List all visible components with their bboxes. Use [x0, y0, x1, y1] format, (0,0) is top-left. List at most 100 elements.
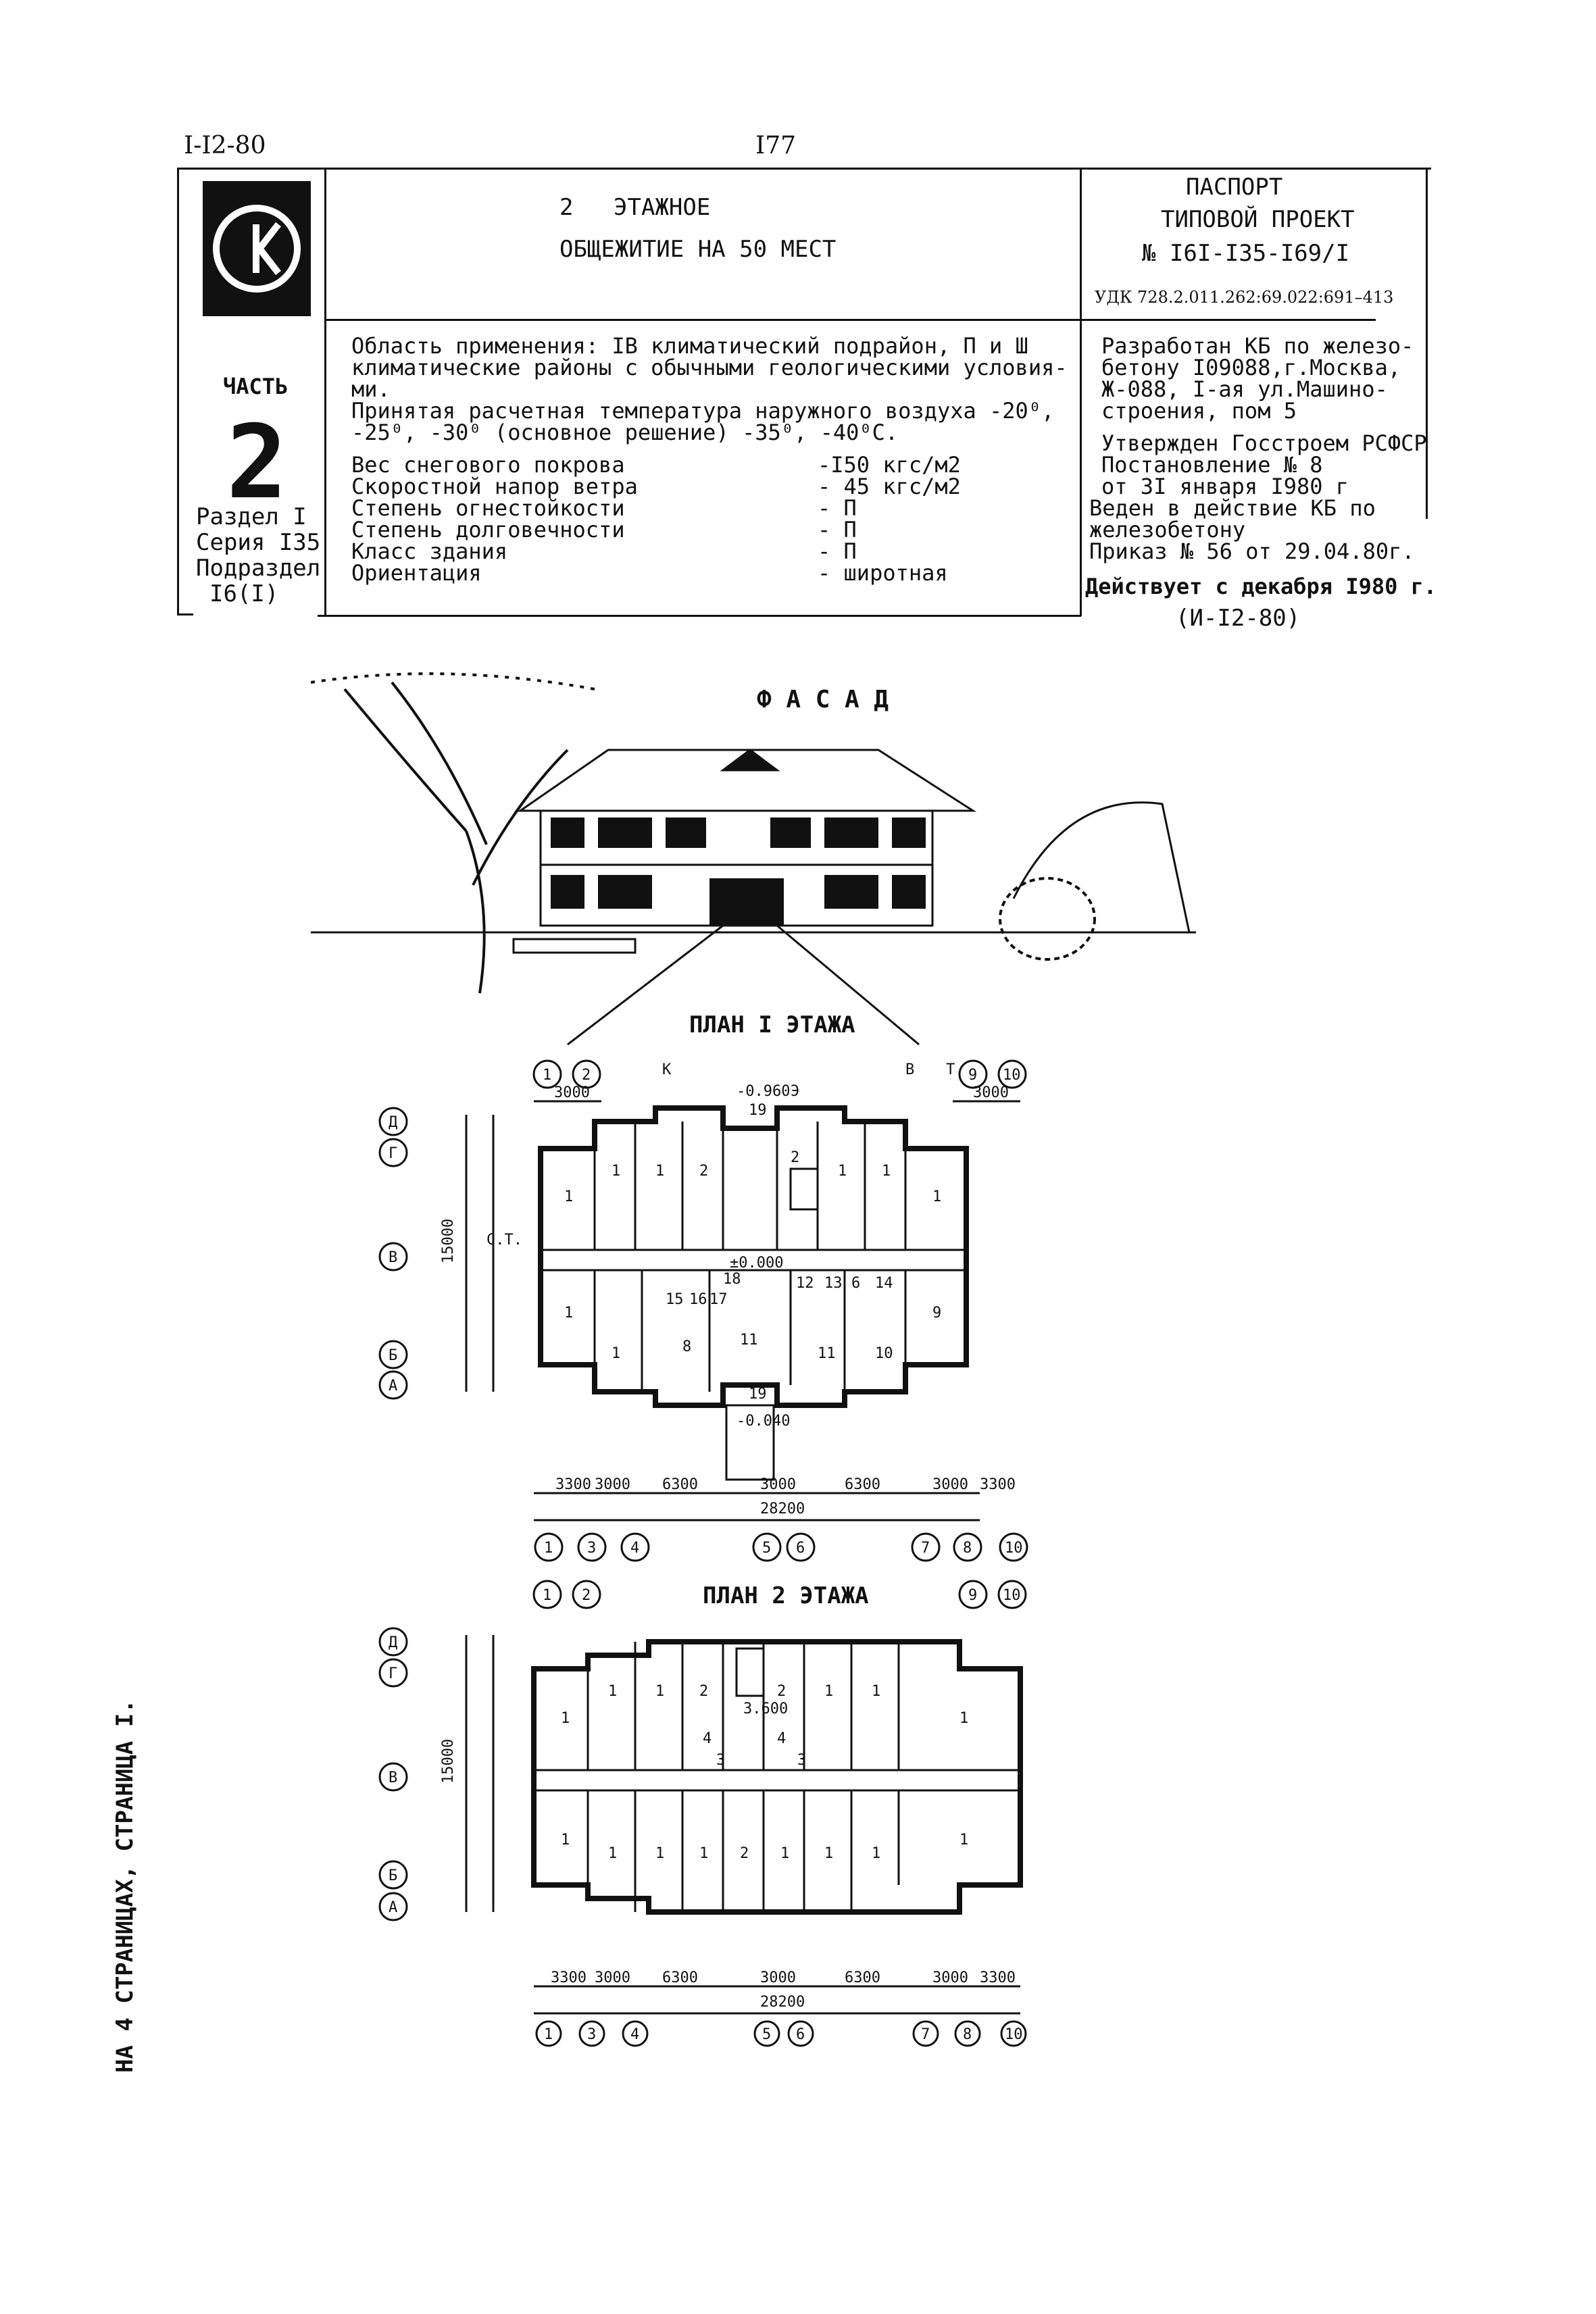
room-number: 15 — [666, 1291, 684, 1308]
param-value: - П — [818, 495, 857, 521]
application-line-5: -25⁰, -30⁰ (основное решение) -35⁰, -40⁰… — [351, 420, 899, 445]
axis-bubble — [997, 1580, 1027, 1609]
param-value: - 45 кгс/м2 — [818, 474, 961, 499]
tree — [311, 672, 595, 994]
enacted-line-1: Веден в действие КБ по — [1089, 495, 1376, 521]
axis-bubble — [622, 2020, 649, 2047]
axis-label: Д — [389, 1114, 397, 1131]
room-number: 1 — [564, 1305, 573, 1322]
param-name: Скоростной напор ветра — [351, 474, 638, 499]
param-name: Вес снегового покрова — [351, 452, 625, 478]
room-number: 1 — [561, 1710, 570, 1727]
room-number: 3 — [716, 1752, 725, 1769]
frame-top — [177, 168, 1431, 170]
dim-label: 3300 — [980, 1969, 1016, 1986]
window — [666, 818, 706, 848]
axis-bubble — [958, 1580, 988, 1609]
developer-line-4: строения, пом 5 — [1101, 398, 1297, 424]
room-number: 16 — [689, 1291, 707, 1308]
project-number: № I6I-I35-I69/I — [1142, 240, 1350, 267]
axis-bubble — [577, 1532, 607, 1562]
typical-project: ТИПОВОЙ ПРОЕКТ — [1161, 206, 1355, 233]
frame-left — [177, 168, 179, 613]
window — [551, 875, 584, 909]
param-value: - П — [818, 517, 857, 543]
axis-label: 7 — [921, 2026, 930, 2043]
axis-label: 10 — [1005, 2026, 1023, 2043]
room-number: 1 — [564, 1188, 573, 1205]
axis-bubble — [912, 2020, 939, 2047]
room-number: 1 — [561, 1832, 570, 1848]
plan1-drawing: 1 2 9 10 Д Г В Б А 3000 3000 -0.960 ±0.0… — [378, 1059, 1028, 1562]
dim-label: 3000 — [760, 1476, 796, 1493]
axis-label: 10 — [1005, 1540, 1023, 1557]
axis-bubble — [752, 1532, 782, 1562]
application-line-4: Принятая расчетная температура наружного… — [351, 398, 1055, 424]
window — [598, 818, 652, 848]
outer-wall — [538, 1105, 969, 1408]
path-left — [567, 924, 724, 1046]
floors-word: ЭТАЖНОЕ — [614, 194, 711, 221]
axis-label: 3 — [587, 2026, 596, 2043]
axis-label: В — [389, 1769, 397, 1786]
valid-code: (И-I2-80) — [1176, 605, 1301, 632]
axis-label: 10 — [1003, 1587, 1021, 1604]
room-number: 10 — [875, 1345, 893, 1362]
approved-line-2: Постановление № 8 — [1101, 452, 1323, 478]
entry-label: Э — [791, 1083, 799, 1100]
axis-label: 5 — [762, 1540, 771, 1557]
room-number: 4 — [703, 1730, 712, 1747]
param-value: -I50 кгс/м2 — [818, 452, 961, 478]
dim-label: 3300 — [551, 1969, 587, 1986]
room-number: 13 — [824, 1275, 843, 1292]
param-name: Класс здания — [351, 538, 508, 564]
param-name: Ориентация — [351, 560, 482, 586]
window — [770, 818, 811, 848]
room-number: 1 — [780, 1845, 789, 1862]
axis-bubble — [953, 1532, 982, 1562]
building-name: ОБЩЕЖИТИЕ НА 50 МЕСТ — [559, 236, 837, 263]
axis-label: 6 — [796, 2026, 805, 2043]
room-number: 12 — [796, 1275, 814, 1292]
approved-line-1: Утвержден Госстроем РСФСР — [1101, 430, 1427, 456]
room-number: 1 — [608, 1845, 617, 1862]
axis-bubble — [378, 1340, 408, 1369]
mark-label: -0.960 — [737, 1083, 790, 1100]
room-number: 1 — [655, 1845, 664, 1862]
room-number: 4 — [777, 1730, 786, 1747]
axis-label: 4 — [630, 1540, 639, 1557]
facade-title: Ф А С А Д — [757, 686, 889, 713]
axis-label: Г — [389, 1665, 397, 1682]
axis-bubble — [578, 2020, 605, 2047]
window — [551, 818, 584, 848]
room-number: 2 — [777, 1683, 786, 1700]
window — [824, 818, 878, 848]
plan1-title: ПЛАН I ЭТАЖА — [689, 1011, 855, 1038]
frame-bottom — [318, 615, 1081, 617]
axis-bubble — [786, 1532, 816, 1562]
dim-label: 6300 — [845, 1476, 880, 1493]
dim-label: 3000 — [595, 1969, 630, 1986]
axis-label: 2 — [582, 1067, 591, 1084]
developer-line-2: бетону I09088,г.Москва, — [1101, 355, 1401, 380]
window — [598, 875, 652, 909]
axis-label: Д — [389, 1634, 397, 1651]
axis-label: А — [389, 1378, 397, 1394]
axis-label: А — [389, 1899, 397, 1916]
frame-right — [1426, 168, 1428, 519]
developer-line-3: Ж-088, I-ая ул.Машино- — [1101, 376, 1388, 402]
plan2-drawing: 1 2 9 10 Д Г В Б А 3.600 3300 3000 6300 … — [378, 1580, 1027, 2047]
room-number: 2 — [699, 1683, 708, 1700]
param-name: Степень долговечности — [351, 517, 625, 543]
axis-bubble — [378, 1242, 408, 1272]
axis-label: 5 — [762, 2026, 771, 2043]
room-number: 1 — [655, 1683, 664, 1700]
dim-label: 6300 — [662, 1969, 698, 1986]
axis-label: 10 — [1003, 1067, 1021, 1084]
room-number: 1 — [612, 1163, 620, 1180]
order-line: Приказ № 56 от 29.04.80г. — [1089, 538, 1415, 564]
room-number: 1 — [608, 1683, 617, 1700]
room-number: 1 — [824, 1683, 833, 1700]
window — [892, 875, 926, 909]
series-label: Серия I35 — [196, 529, 321, 556]
